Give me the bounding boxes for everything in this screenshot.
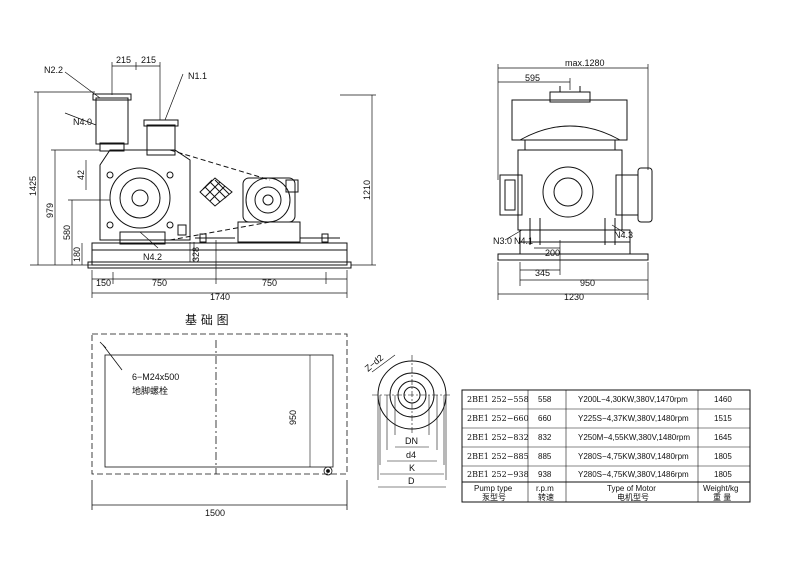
cell-rpm: 832 bbox=[538, 433, 552, 442]
dim-1740: 1740 bbox=[210, 292, 230, 302]
dim-595: 595 bbox=[525, 73, 540, 83]
table-row: 2BE1 252−885 885 Y280S−4,75KW,380V,1480r… bbox=[467, 452, 732, 461]
cell-weight: 1645 bbox=[714, 433, 732, 442]
table-row: 2BE1 252−660 660 Y225S−4,37KW,380V,1480r… bbox=[467, 414, 732, 423]
front-view-text: N2.2 N4.0 N1.1 N4.2 215 215 1425 979 580… bbox=[28, 55, 372, 302]
dim-328: 328 bbox=[191, 247, 201, 262]
bolt-spec: 6−M24x500 bbox=[132, 372, 179, 382]
header-motor-en: Type of Motor bbox=[607, 484, 656, 493]
cell-weight: 1515 bbox=[714, 414, 732, 423]
dim-950: 950 bbox=[580, 278, 595, 288]
label-n4-0: N4.0 bbox=[73, 117, 92, 127]
header-weight-en: Weight/kg bbox=[703, 484, 738, 493]
label-n4-2: N4.2 bbox=[143, 252, 162, 262]
front-view-dimensions bbox=[30, 62, 376, 298]
cell-pump-type: 2BE1 252−938 bbox=[467, 470, 529, 479]
dim-750-right: 750 bbox=[262, 278, 277, 288]
dim-1425: 1425 bbox=[28, 176, 38, 196]
header-motor-cn: 电机型号 bbox=[617, 492, 649, 502]
side-view-dimensions bbox=[497, 64, 649, 300]
dim-750-left: 750 bbox=[152, 278, 167, 288]
cell-rpm: 885 bbox=[538, 452, 552, 461]
dim-max-1280: max.1280 bbox=[565, 58, 605, 68]
cell-rpm: 938 bbox=[538, 470, 552, 479]
foundation-plan bbox=[91, 333, 348, 510]
dim-1500: 1500 bbox=[205, 508, 225, 518]
table-row: 2BE1 252−832 832 Y250M−4,55KW,380V,1480r… bbox=[467, 433, 732, 442]
label-n4-1: N4.1 bbox=[514, 236, 533, 246]
flange-text: Z−d2 DN d4 K D bbox=[363, 353, 418, 486]
label-n3-0: N3.0 bbox=[493, 236, 512, 246]
cell-motor: Y250M−4,55KW,380V,1480rpm bbox=[578, 433, 690, 442]
dim-979: 979 bbox=[45, 203, 55, 218]
cell-pump-type: 2BE1 252−885 bbox=[467, 452, 529, 461]
dim-580: 580 bbox=[62, 225, 72, 240]
label-n2-2: N2.2 bbox=[44, 65, 63, 75]
cell-weight: 1460 bbox=[714, 395, 732, 404]
dim-215-right: 215 bbox=[141, 55, 156, 65]
cell-motor: Y200L−4,30KW,380V,1470rpm bbox=[578, 395, 688, 404]
bolt-name: 地脚螺栓 bbox=[132, 385, 168, 396]
table-row: 2BE1 252−938 938 Y280S−4,75KW,380V,1486r… bbox=[467, 470, 732, 479]
cell-pump-type: 2BE1 252−660 bbox=[467, 414, 529, 423]
spec-table bbox=[461, 389, 751, 503]
label-n4-3: N4.3 bbox=[614, 230, 633, 240]
cell-rpm: 558 bbox=[538, 395, 552, 404]
dim-345: 345 bbox=[535, 268, 550, 278]
dim-1210: 1210 bbox=[362, 180, 372, 200]
header-pump-cn: 泵型号 bbox=[482, 493, 506, 502]
header-pump-en: Pump type bbox=[474, 484, 513, 493]
header-rpm-cn: 转速 bbox=[538, 492, 554, 502]
table-row: 2BE1 252−558 558 Y200L−4,30KW,380V,1470r… bbox=[467, 395, 732, 404]
label-dn: DN bbox=[405, 436, 418, 446]
cell-motor: Y225S−4,37KW,380V,1480rpm bbox=[578, 414, 689, 423]
dim-200: 200 bbox=[545, 248, 560, 258]
table-header: Pump type 泵型号 r.p.m 转速 Type of Motor 电机型… bbox=[474, 484, 738, 502]
cell-motor: Y280S−4,75KW,380V,1486rpm bbox=[578, 470, 689, 479]
cell-rpm: 660 bbox=[538, 414, 552, 423]
cell-weight: 1805 bbox=[714, 470, 732, 479]
dim-150: 150 bbox=[96, 278, 111, 288]
foundation-text: 6−M24x500 地脚螺栓 950 1500 bbox=[132, 372, 298, 518]
label-d: D bbox=[408, 476, 415, 486]
side-view bbox=[497, 86, 653, 261]
dim-1230: 1230 bbox=[564, 292, 584, 302]
flange-detail bbox=[371, 354, 452, 488]
cell-motor: Y280S−4,75KW,380V,1480rpm bbox=[578, 452, 689, 461]
cell-weight: 1805 bbox=[714, 452, 732, 461]
dim-215-left: 215 bbox=[116, 55, 131, 65]
header-rpm-en: r.p.m bbox=[536, 484, 554, 493]
label-d4: d4 bbox=[406, 450, 416, 460]
cell-pump-type: 2BE1 252−558 bbox=[467, 395, 529, 404]
foundation-title: 基 础 图 bbox=[185, 313, 229, 327]
cell-pump-type: 2BE1 252−832 bbox=[467, 433, 529, 442]
header-weight-cn: 重 量 bbox=[713, 492, 731, 502]
front-view bbox=[87, 93, 352, 269]
spec-table-rows: 2BE1 252−558 558 Y200L−4,30KW,380V,1470r… bbox=[467, 395, 738, 502]
side-view-text: 595 max.1280 N3.0 N4.1 N4.3 200 345 950 … bbox=[493, 58, 633, 302]
dim-180: 180 bbox=[72, 247, 82, 262]
label-k: K bbox=[409, 463, 415, 473]
label-n1-1: N1.1 bbox=[188, 71, 207, 81]
dim-42: 42 bbox=[76, 170, 86, 180]
dim-950-foundation: 950 bbox=[288, 410, 298, 425]
